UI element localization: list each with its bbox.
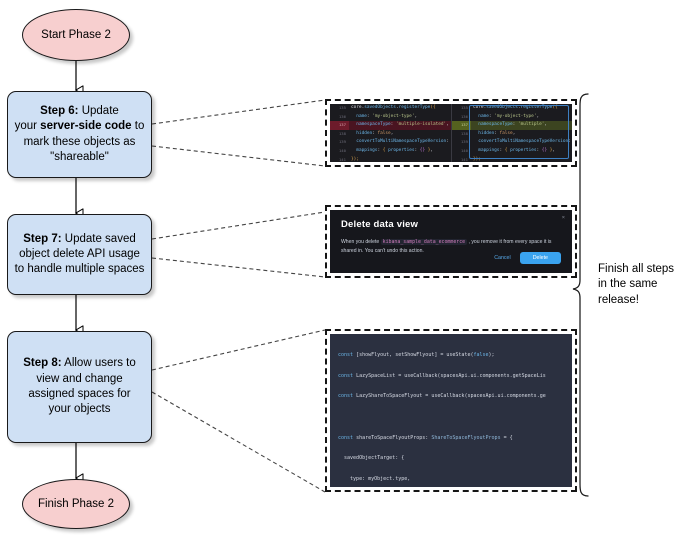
delete-button[interactable]: Delete [519, 252, 561, 264]
node-step-8-text: Step 8: Allow users to view and change a… [23, 356, 136, 417]
step-8-line2: view and change [36, 372, 123, 385]
node-start-label: Start Phase 2 [41, 28, 111, 41]
diff-line: 138 hidden: false, [460, 130, 516, 136]
diff-line: 139 convertToMultiNamespaceTypeVersion: … [460, 139, 572, 145]
release-annotation: Finish all steps in the same release! [598, 262, 690, 308]
diff-line: 139 convertToMultiNamespaceTypeVersion: … [338, 139, 451, 145]
annotation-line-2: in the same [598, 278, 658, 291]
diff-line: 136 name: 'my-object-type', [460, 113, 540, 119]
step-8-line4: your objects [48, 403, 111, 416]
code-line: const shareToSpaceFlyoutProps: ShareToSp… [338, 434, 513, 441]
code-line: const LazySpaceList = useCallback(spaces… [338, 372, 546, 379]
dialog-title: Delete data view [341, 219, 419, 230]
annotation-line-1: Finish all steps [598, 263, 675, 275]
step-7-bold: Step 7: [23, 232, 62, 245]
step-7-line3: to handle multiple spaces [14, 263, 145, 276]
code-line: savedObjectTarget: { [338, 455, 405, 462]
screenshot-flyout-code[interactable]: const [showFlyout, setShowFlyout] = useS… [325, 329, 577, 492]
step-6-line1: Update [78, 104, 119, 117]
diff-line: 138 hidden: false, [338, 130, 394, 136]
diff-line: 136 name: 'my-object-type', [338, 113, 418, 119]
step-6-line2-post: to [131, 120, 145, 133]
node-step-7[interactable]: Step 7: Update saved object delete API u… [7, 214, 152, 295]
diff-line: 140 mappings: { properties: {} }, [338, 147, 434, 153]
diff-line: 141}); [460, 156, 481, 162]
node-step-8[interactable]: Step 8: Allow users to view and change a… [7, 331, 152, 443]
diff-line-added: 137 namespaceType: 'multiple', [452, 121, 572, 130]
dialog-body-post: , you remove it from every space it is s… [341, 239, 552, 254]
code-line: const [showFlyout, setShowFlyout] = useS… [338, 352, 495, 359]
node-step-6[interactable]: Step 6: Update your server-side code to … [7, 91, 152, 178]
dialog-body-pre: When you delete [341, 239, 381, 245]
dialog-actions: Cancel Delete [494, 252, 561, 264]
close-icon[interactable]: × [561, 215, 565, 221]
step-6-line2-pre: your [14, 120, 41, 133]
data-view-name-chip: kibana_sample_data_ecommerce [380, 239, 468, 245]
diff-line: 140 mappings: { properties: {} }, [460, 147, 556, 153]
step-6-line4: "shareable" [50, 150, 109, 163]
diff-line-removed: 137 namespaceType: 'multiple-isolated', [330, 121, 451, 130]
step-7-line1: Update saved [61, 232, 136, 245]
delete-data-view-dialog: × Delete data view When you delete kiban… [330, 210, 572, 273]
node-finish-phase-2[interactable]: Finish Phase 2 [22, 479, 130, 529]
code-line: type: myObject.type, [338, 475, 411, 482]
step-8-line1: Allow users to [61, 357, 136, 370]
diff-line: 141}); [338, 156, 359, 162]
node-step-6-text: Step 6: Update your server-side code to … [15, 104, 145, 165]
step-7-line2: object delete API usage [19, 247, 140, 260]
node-finish-label: Finish Phase 2 [37, 497, 115, 510]
step-6-line2-bold: server-side code [40, 120, 132, 133]
step-6-line3: mark these objects as [23, 135, 136, 148]
step-8-bold: Step 8: [23, 357, 62, 370]
code-line [338, 412, 564, 422]
step-6-bold: Step 6: [40, 104, 79, 117]
code-line: const LazyShareToSpaceFlyout = useCallba… [338, 393, 546, 400]
step-8-line3: assigned spaces for [28, 388, 131, 400]
code-viewer: const [showFlyout, setShowFlyout] = useS… [330, 334, 572, 487]
node-start-phase-2[interactable]: Start Phase 2 [22, 9, 130, 61]
cancel-button[interactable]: Cancel [494, 255, 511, 261]
annotation-line-3: release! [598, 293, 639, 306]
node-step-7-text: Step 7: Update saved object delete API u… [15, 232, 145, 278]
dialog-body: When you delete kibana_sample_data_ecomm… [341, 238, 561, 256]
screenshot-delete-modal[interactable]: × Delete data view When you delete kiban… [325, 205, 577, 278]
